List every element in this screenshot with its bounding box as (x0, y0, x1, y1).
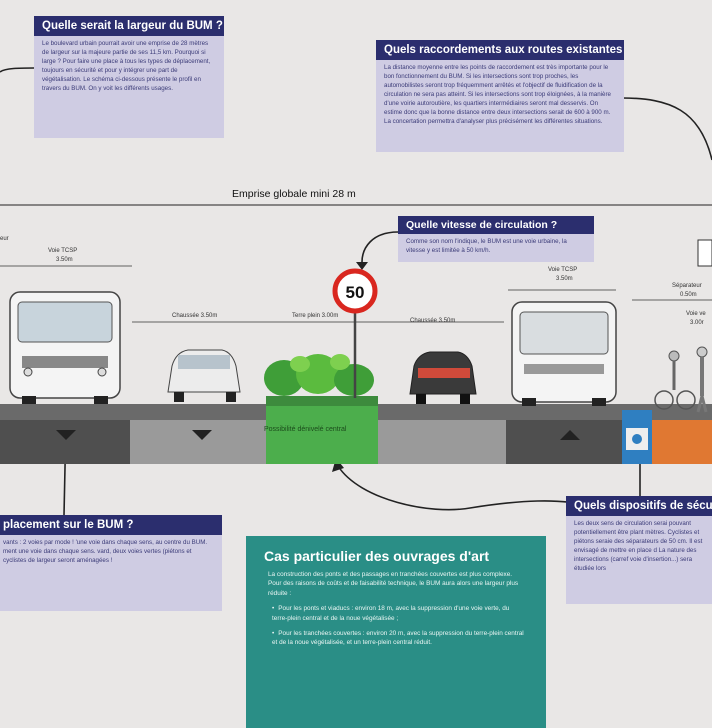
callout-raccordements: Quels raccordements aux routes existante… (376, 40, 624, 152)
pavement-right (506, 420, 622, 464)
ouvrages-title: Cas particulier des ouvrages d'art (264, 548, 490, 564)
connector-line-right (621, 97, 712, 161)
callout-deplacement-title: placement sur le BUM ? (0, 515, 222, 535)
voie-tcsp-right-label: Voie TCSP (548, 267, 578, 273)
central-green-strip (266, 404, 378, 464)
separator-lamp (632, 434, 642, 444)
speed-sign (332, 268, 378, 314)
callout-securite-title: Quels dispositifs de sécur (566, 496, 712, 516)
car-left (167, 349, 241, 402)
separateur-width: 0.50m (680, 292, 697, 298)
callout-vitesse-title: Quelle vitesse de circulation ? (398, 216, 594, 234)
connector-line-central (337, 465, 591, 511)
denivele-label: Possibilité dénivelé central (264, 426, 347, 433)
ouvrages-item-tranchees: •Pour les tranchées couvertes : environ … (246, 623, 546, 648)
connector-line-left (0, 67, 35, 73)
cyclist-figure (654, 350, 696, 410)
ouvrages-item-text: Pour les tranchées couvertes : environ 2… (272, 630, 524, 647)
callout-raccordements-body: La distance moyenne entre les points de … (384, 64, 611, 125)
callout-deplacement: placement sur le BUM ? vants : 2 voies p… (0, 515, 222, 611)
callout-deplacement-body: vants : 2 voies par mode ! 'une voie dan… (3, 539, 208, 564)
voie-tcsp-right-width: 3.50m (556, 276, 573, 282)
pedestrian-figure (696, 346, 708, 413)
ouvrages-intro: La construction des ponts et des passage… (268, 571, 519, 597)
callout-securite: Quels dispositifs de sécur Les deux sens… (566, 496, 712, 604)
greenway-strip (652, 420, 712, 464)
callout-largeur-body: Le boulevard urbain pourrait avoir une e… (42, 40, 211, 92)
ouvrages-item-text: Pour les ponts et viaducs : environ 18 m… (272, 605, 510, 622)
emprise-label: Emprise globale mini 28 m (232, 188, 356, 200)
lane-marker-left (56, 430, 76, 440)
lane-marker-mid (192, 430, 212, 440)
pavement-lane-right (378, 420, 506, 464)
pavement-lane-left (130, 420, 266, 464)
bullet-icon: • (272, 630, 275, 638)
callout-largeur-title: Quelle serait la largeur du BUM ? (34, 16, 224, 36)
central-plants (264, 354, 378, 406)
connector-line-speed (361, 231, 399, 263)
voie-tcsp-left-label: Voie TCSP (48, 248, 78, 254)
ouvrages-item-ponts: •Pour les ponts et viaducs : environ 18 … (246, 598, 546, 623)
chaussee-right-label: Chaussée 3.50m (410, 318, 456, 324)
lane-marker-right (560, 430, 580, 440)
bullet-icon: • (272, 605, 275, 613)
separateur-label: Séparateur (672, 283, 702, 289)
terre-plein-label: Terre plein 3.00m (292, 313, 339, 319)
callout-securite-body: Les deux sens de circulation serai pouva… (574, 520, 703, 572)
pavement-left (0, 420, 130, 464)
bus-left (9, 291, 121, 404)
car-right (409, 351, 477, 404)
callout-vitesse: Quelle vitesse de circulation ? Comme so… (398, 216, 594, 262)
callout-vitesse-body: Comme son nom l'indique, le BUM est une … (406, 238, 567, 254)
speed-sign-value: 50 (346, 283, 365, 302)
building-edge-right (697, 239, 712, 267)
ouvrages-box: Cas particulier des ouvrages d'art La co… (246, 536, 546, 728)
voie-verte-width: 3.00r (690, 320, 704, 326)
left-cut-label: eur (0, 236, 9, 242)
callout-raccordements-title: Quels raccordements aux routes existante… (376, 40, 624, 60)
arrow-head-speed (356, 262, 368, 270)
callout-largeur: Quelle serait la largeur du BUM ? Le bou… (34, 16, 224, 138)
voie-verte-label: Voie ve (686, 311, 706, 317)
bus-right (511, 301, 617, 406)
voie-tcsp-left-width: 3.50m (56, 257, 73, 263)
chaussee-left-label: Chaussée 3.50m (172, 313, 218, 319)
